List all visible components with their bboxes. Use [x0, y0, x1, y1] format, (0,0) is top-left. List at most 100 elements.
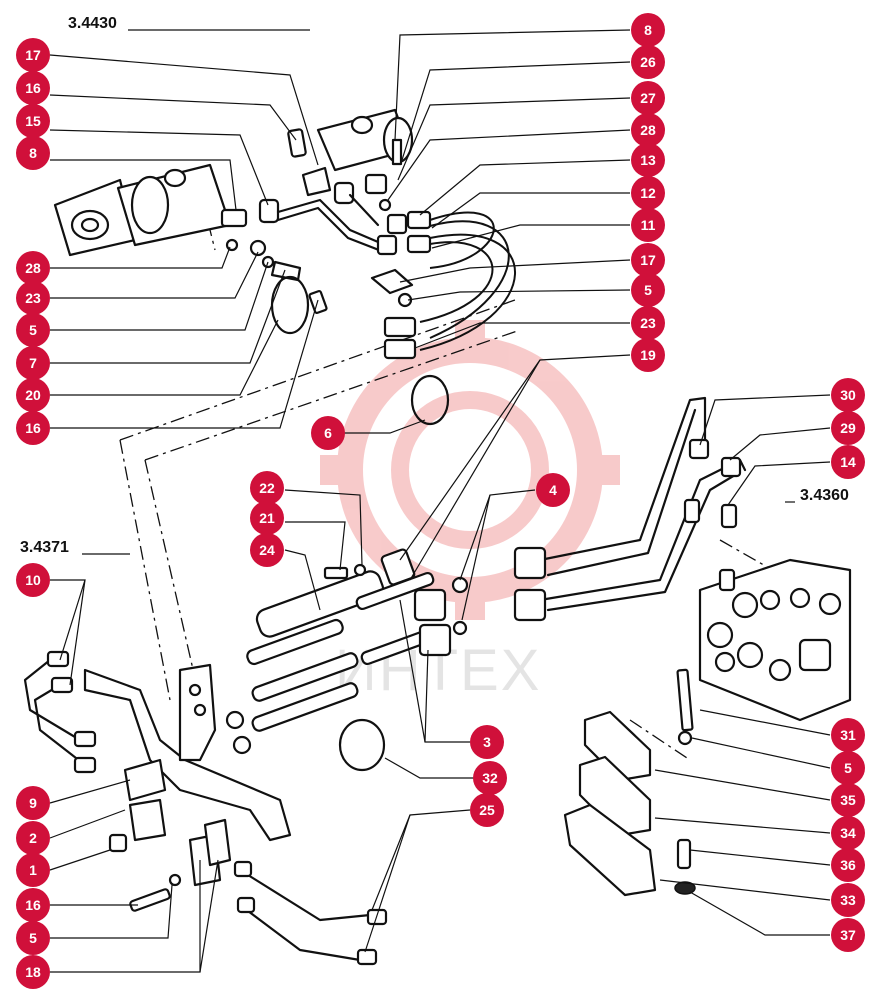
- svg-text:10: 10: [25, 572, 41, 588]
- callout-badge: 18: [16, 955, 50, 989]
- assembly-ref-3-4371: 3.4371: [20, 539, 69, 556]
- hose-bundle-upper: [383, 211, 516, 360]
- svg-text:23: 23: [25, 290, 41, 306]
- svg-text:4: 4: [549, 482, 557, 498]
- callout-badge: 9: [16, 786, 50, 820]
- callout-badge: 24: [250, 533, 284, 567]
- svg-text:5: 5: [29, 322, 37, 338]
- svg-text:28: 28: [640, 122, 656, 138]
- callout-badge: 34: [831, 816, 865, 850]
- pipes-right: [513, 396, 747, 622]
- svg-text:24: 24: [259, 542, 275, 558]
- callout-badge: 3: [470, 725, 504, 759]
- svg-text:28: 28: [25, 260, 41, 276]
- svg-text:29: 29: [840, 420, 856, 436]
- svg-text:20: 20: [25, 387, 41, 403]
- svg-text:30: 30: [840, 387, 856, 403]
- svg-text:11: 11: [641, 217, 656, 233]
- callout-badge: 28: [631, 113, 665, 147]
- svg-text:19: 19: [640, 347, 656, 363]
- callout-badge: 19: [631, 338, 665, 372]
- assembly-ref-3-4430: 3.4430: [68, 15, 117, 32]
- svg-text:18: 18: [25, 964, 41, 980]
- svg-text:25: 25: [479, 802, 495, 818]
- callout-badge: 25: [470, 793, 504, 827]
- fittings-upper: [220, 128, 432, 335]
- callout-badge: 29: [831, 411, 865, 445]
- svg-text:16: 16: [25, 420, 41, 436]
- svg-text:21: 21: [259, 510, 275, 526]
- callout-badge: 33: [831, 883, 865, 917]
- callout-badge: 5: [631, 273, 665, 307]
- svg-text:8: 8: [644, 22, 652, 38]
- callout-badge: 4: [536, 473, 570, 507]
- watermark: ИНТЕХ: [320, 320, 620, 703]
- callout-badge: 12: [631, 176, 665, 210]
- svg-text:13: 13: [640, 152, 656, 168]
- svg-text:16: 16: [25, 80, 41, 96]
- callout-badge: 31: [831, 718, 865, 752]
- watermark-gear-icon: [320, 320, 620, 620]
- svg-text:31: 31: [840, 727, 856, 743]
- callout-badge: 14: [831, 445, 865, 479]
- callout-badge: 5: [16, 921, 50, 955]
- svg-text:5: 5: [844, 760, 852, 776]
- callout-badge: 7: [16, 346, 50, 380]
- svg-text:17: 17: [640, 252, 656, 268]
- callout-badge: 5: [16, 313, 50, 347]
- hoses-middle: [225, 548, 469, 772]
- callout-badge: 16: [16, 888, 50, 922]
- callout-badge: 17: [16, 38, 50, 72]
- svg-text:9: 9: [29, 795, 37, 811]
- callout-badge: 16: [16, 411, 50, 445]
- pipes-left: [23, 650, 388, 966]
- mounting-bracket: [83, 663, 292, 912]
- callout-badge: 10: [16, 563, 50, 597]
- svg-text:5: 5: [644, 282, 652, 298]
- callout-badges-right: 8 26 27 28 13 12 11 17 5 23 19 30 29 14 …: [631, 13, 865, 952]
- callout-badge: 28: [16, 251, 50, 285]
- callout-badge: 13: [631, 143, 665, 177]
- svg-text:2: 2: [29, 830, 37, 846]
- callout-badge: 35: [831, 783, 865, 817]
- svg-text:12: 12: [640, 185, 656, 201]
- callout-badge: 27: [631, 81, 665, 115]
- callout-badge: 1: [16, 853, 50, 887]
- callout-badges-left: 17 16 15 8 28 23 5 7 20 16 10 9 2 1 16 5…: [16, 38, 50, 989]
- svg-text:16: 16: [25, 897, 41, 913]
- callout-badge: 23: [16, 281, 50, 315]
- callout-badge: 26: [631, 45, 665, 79]
- callout-badge: 20: [16, 378, 50, 412]
- svg-text:14: 14: [840, 454, 856, 470]
- callout-badge: 32: [473, 761, 507, 795]
- svg-text:5: 5: [29, 930, 37, 946]
- callout-badge: 36: [831, 848, 865, 882]
- callout-badge: 6: [311, 416, 345, 450]
- callout-badge: 2: [16, 821, 50, 855]
- callout-badge: 23: [631, 306, 665, 340]
- svg-text:23: 23: [640, 315, 656, 331]
- callout-badge: 8: [631, 13, 665, 47]
- leader-lines: [49, 29, 831, 973]
- callout-badge: 5: [831, 751, 865, 785]
- assembly-ref-3-4360: 3.4360: [800, 487, 849, 504]
- clamp-block-assembly: [563, 668, 696, 897]
- hose-clamp: [410, 374, 450, 426]
- svg-text:36: 36: [840, 857, 856, 873]
- svg-text:7: 7: [29, 355, 37, 371]
- callout-badges-center: 6 22 21 24 4 3 32 25: [250, 416, 570, 827]
- svg-text:22: 22: [259, 480, 275, 496]
- svg-text:34: 34: [840, 825, 856, 841]
- control-valve-block: [698, 558, 852, 722]
- callout-badge: 21: [250, 501, 284, 535]
- callout-badge: 16: [16, 71, 50, 105]
- svg-text:35: 35: [840, 792, 856, 808]
- svg-text:8: 8: [29, 145, 37, 161]
- svg-text:27: 27: [640, 90, 656, 106]
- svg-text:17: 17: [25, 47, 41, 63]
- callout-badge: 17: [631, 243, 665, 277]
- svg-text:6: 6: [324, 425, 332, 441]
- svg-text:37: 37: [840, 927, 856, 943]
- svg-text:32: 32: [482, 770, 498, 786]
